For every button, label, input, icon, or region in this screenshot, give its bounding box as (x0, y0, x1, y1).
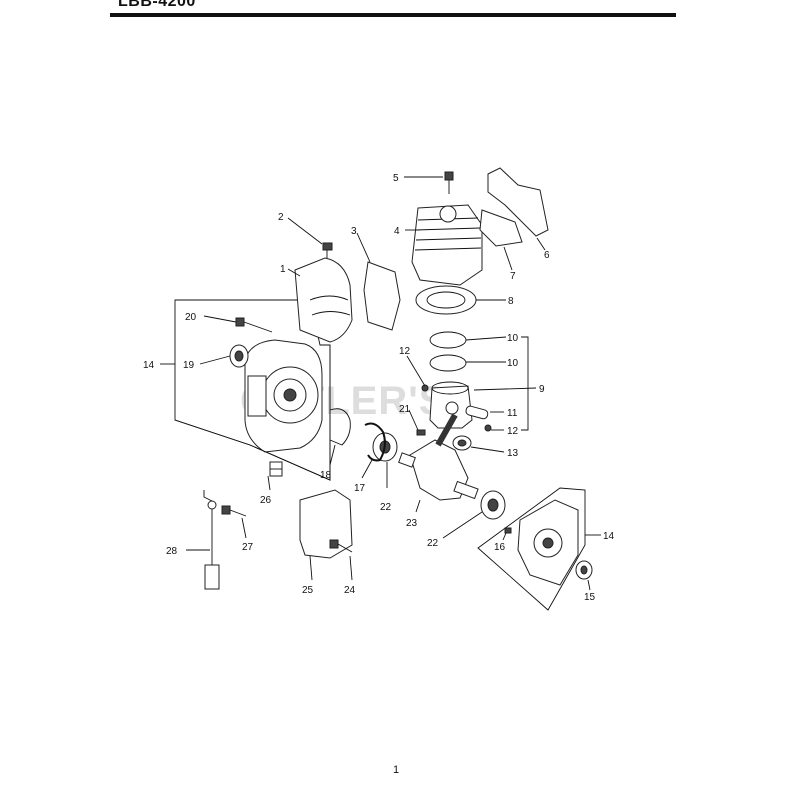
piston-9-part (429, 381, 473, 429)
oil-seal-17-part (364, 422, 386, 462)
wire-28-part (204, 500, 220, 590)
callout-8: 8 (508, 296, 514, 307)
callout-16: 16 (494, 542, 506, 553)
header-rule (110, 13, 676, 17)
callout-3: 3 (351, 226, 357, 237)
callout-14a: 14 (143, 360, 155, 371)
page-title: LBB-4200 (118, 0, 196, 10)
callout-10b: 10 (507, 358, 519, 369)
leader-lines (160, 176, 601, 591)
callout-22b: 22 (427, 538, 439, 549)
seal-19-part (229, 344, 249, 368)
callout-11: 11 (507, 408, 518, 419)
piston-ring-10b-part (429, 354, 467, 372)
page-number: 1 (393, 764, 400, 776)
callout-24: 24 (344, 585, 356, 596)
plug-26-part (269, 461, 283, 477)
callout-5: 5 (393, 173, 399, 184)
gasket-18-part (329, 408, 351, 446)
callout-6: 6 (544, 250, 550, 261)
piston-pin-11-part (465, 405, 489, 420)
callout-4: 4 (394, 226, 400, 237)
callout-13: 13 (507, 448, 519, 459)
callout-20: 20 (185, 312, 197, 323)
callout-21: 21 (399, 404, 411, 415)
callout-1: 1 (280, 264, 286, 275)
bolt-20-part (235, 317, 273, 333)
crankcase-right-part (477, 487, 586, 611)
callout-10a: 10 (507, 333, 519, 344)
callout-9: 9 (539, 384, 545, 395)
screw-2-part (322, 242, 333, 258)
callout-18: 18 (320, 470, 332, 481)
gasket-7-part (479, 209, 523, 247)
cylinder-cover-part (294, 257, 353, 343)
callout-14b: 14 (603, 531, 615, 542)
callout-23: 23 (406, 518, 418, 529)
callout-25: 25 (302, 585, 314, 596)
piston-ring-10a-part (429, 331, 467, 349)
callout-15: 15 (584, 592, 596, 603)
callout-12b: 12 (507, 426, 519, 437)
needle-bearing-13-part (452, 435, 472, 451)
screw-5-part (444, 171, 454, 194)
pin-16-part (504, 527, 512, 534)
callout-26: 26 (260, 495, 272, 506)
callout-19: 19 (183, 360, 195, 371)
crankcase-left-part (174, 299, 331, 481)
seal-15-part (575, 560, 593, 580)
base-gasket-8-part (415, 285, 477, 315)
callout-28: 28 (166, 546, 178, 557)
cylinder-4-part (411, 204, 483, 286)
bolt-24-part (329, 539, 353, 553)
screw-27-part (221, 505, 247, 517)
callout-22a: 22 (380, 502, 392, 513)
callout-2: 2 (278, 212, 284, 223)
circlip-12b-part (484, 424, 492, 432)
circlip-12a-part (421, 384, 429, 392)
key-21-part (416, 429, 426, 436)
callout-27: 27 (242, 542, 254, 553)
callout-17: 17 (354, 483, 366, 494)
gasket-3-part (363, 261, 401, 331)
callout-12a: 12 (399, 346, 411, 357)
bracket-6-part (487, 167, 549, 237)
crankshaft-23-part (398, 413, 479, 501)
cover-25-part (299, 489, 353, 559)
callout-7: 7 (510, 271, 516, 282)
bearing-22b-part (480, 490, 506, 520)
